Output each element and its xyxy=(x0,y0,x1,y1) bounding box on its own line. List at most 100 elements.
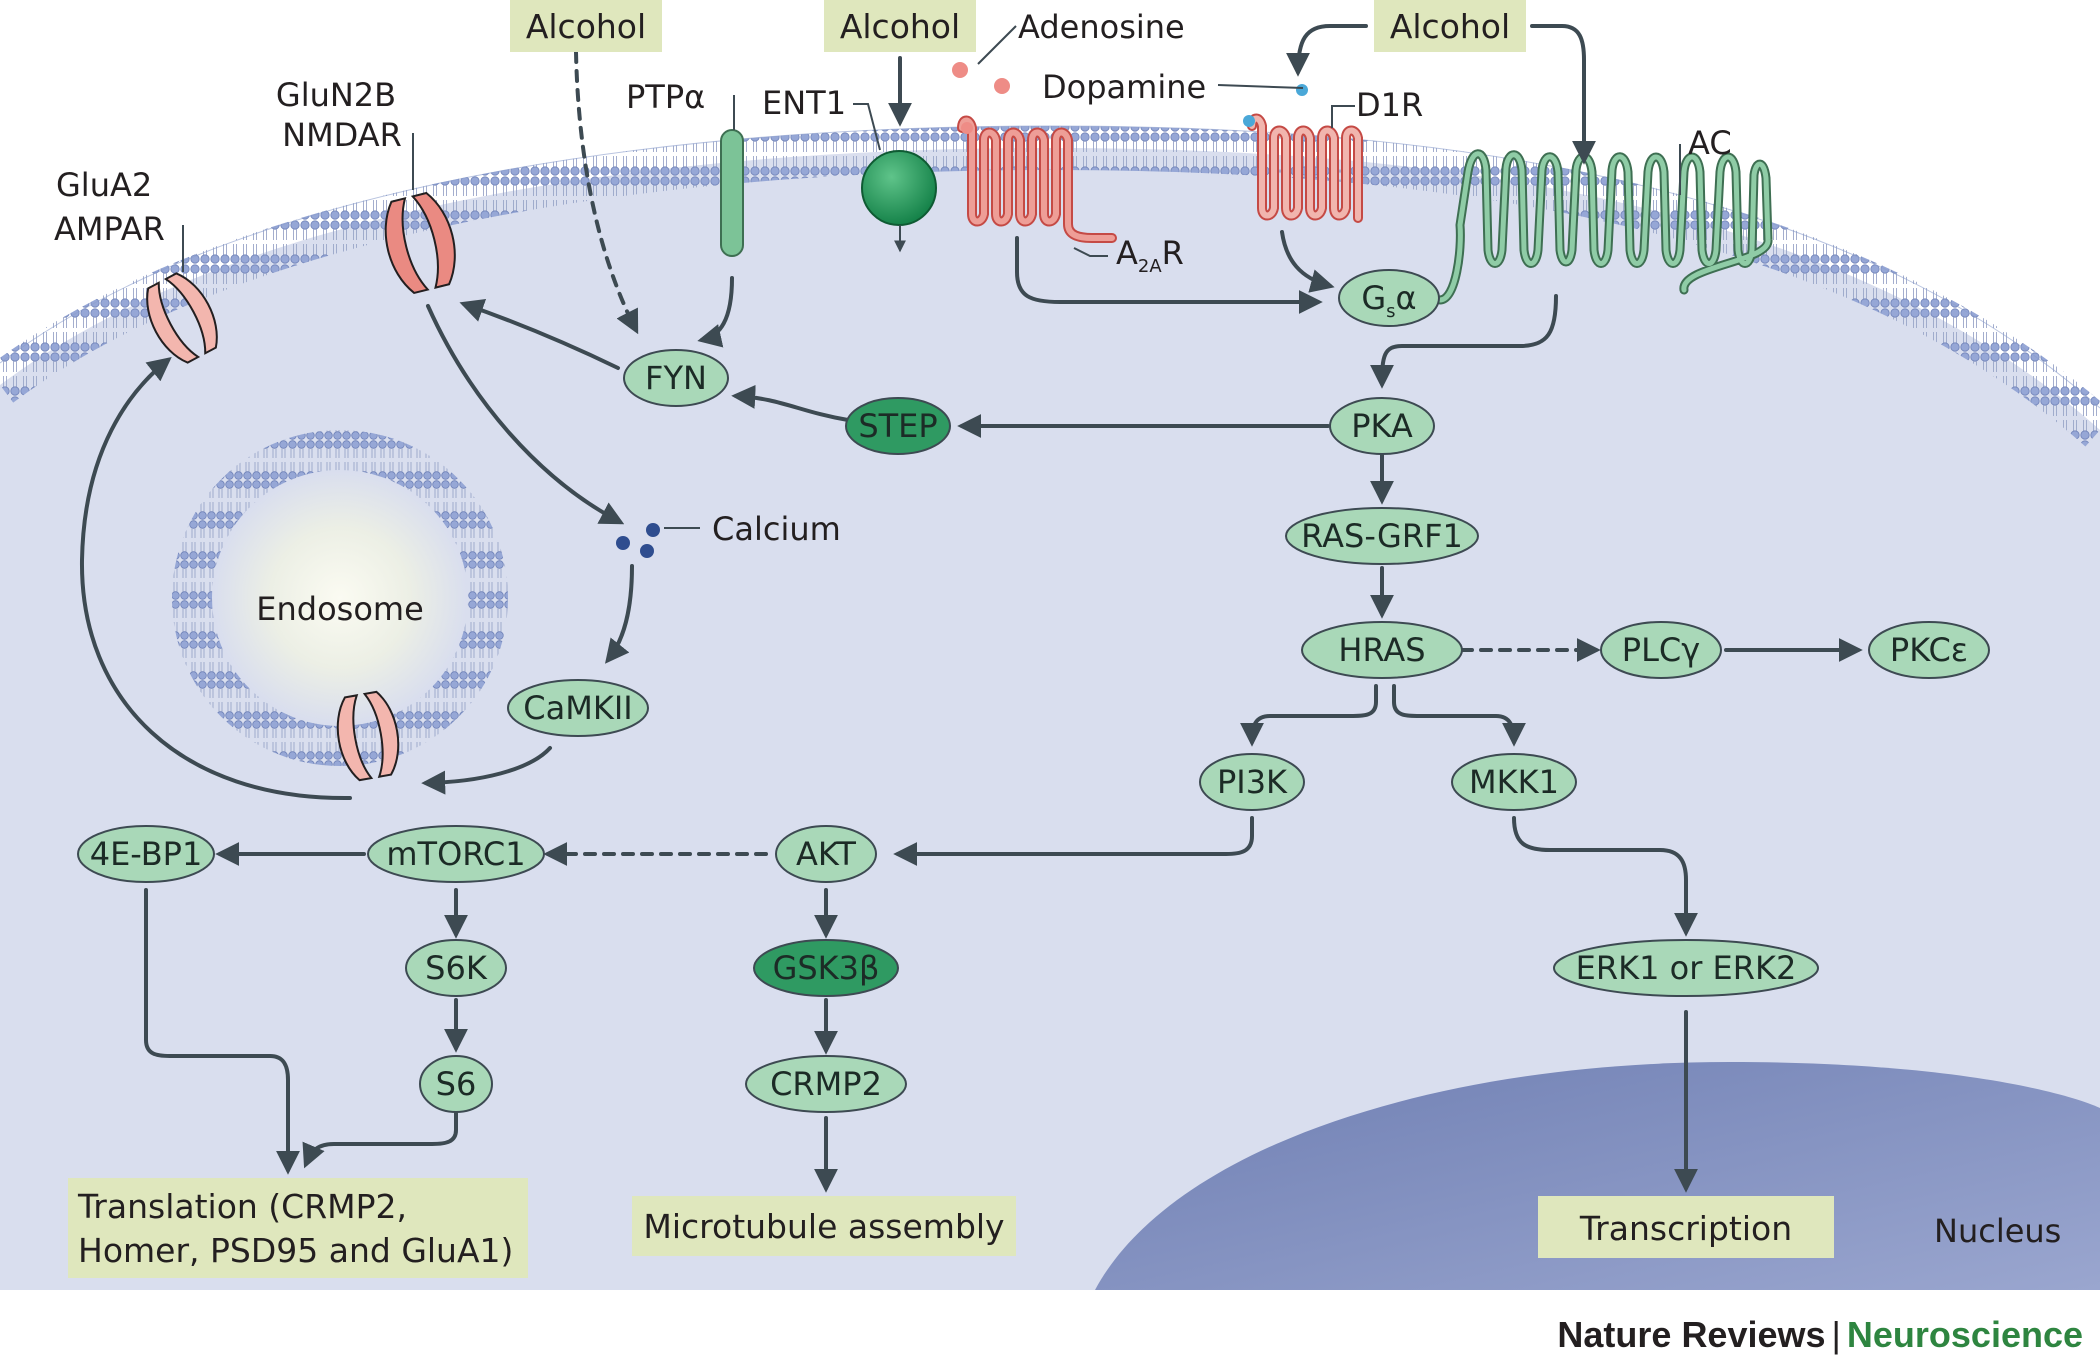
node-4e-bp1 xyxy=(77,825,215,883)
node-mtorc1-label: mTORC1 xyxy=(386,835,525,873)
dopamine-bound-dot xyxy=(1243,115,1255,127)
node-pkce-label: PKCε xyxy=(1890,631,1968,669)
node-s6k-label: S6K xyxy=(425,949,488,987)
node-plcg-label: PLCγ xyxy=(1622,631,1700,669)
arrow-calcium-to-camkii xyxy=(605,564,634,664)
arrow-s6-to-translation xyxy=(302,1110,458,1169)
node-camkii xyxy=(507,679,649,737)
arrow-alcohol-to-ac xyxy=(1530,24,1596,165)
node-fyn-label: FYN xyxy=(645,359,707,397)
node-mtorc1 xyxy=(367,825,545,883)
node-s6-label: S6 xyxy=(436,1065,477,1103)
node-pka xyxy=(1329,397,1435,455)
dopamine-molecule xyxy=(1296,84,1308,96)
node-s6k xyxy=(405,939,507,997)
alcohol-label-3: Alcohol xyxy=(1390,7,1510,46)
glun2b-label: GluN2B xyxy=(276,76,396,114)
node-pi3k xyxy=(1199,753,1305,811)
glua2-label: GluA2 xyxy=(56,166,152,204)
arrow-fyn-to-nmdar xyxy=(459,298,620,370)
ent1-label: ENT1 xyxy=(762,84,846,122)
endosomal-glua2-receptor xyxy=(336,690,400,782)
arrow-ac-to-pka xyxy=(1370,294,1558,389)
ent1-transporter xyxy=(861,150,937,226)
footer-separator: | xyxy=(1831,1314,1841,1355)
calcium-label: Calcium xyxy=(712,510,841,548)
calcium-ion xyxy=(616,536,630,550)
node-erk-label: ERK1 or ERK2 xyxy=(1576,949,1797,987)
node-crmp2-label: CRMP2 xyxy=(770,1065,882,1103)
node-hras-label: HRAS xyxy=(1338,631,1425,669)
node-akt xyxy=(775,825,877,883)
ptpa-protein xyxy=(720,129,744,257)
journal-name: Neuroscience xyxy=(1846,1314,2083,1355)
translation-line1: Translation (CRMP2, xyxy=(77,1187,407,1226)
publisher-name: Nature Reviews xyxy=(1557,1314,1826,1355)
node-mkk1-label: MKK1 xyxy=(1469,763,1559,801)
arrow-mkk1-to-erk xyxy=(1512,816,1698,937)
translation-line2: Homer, PSD95 and GluA1) xyxy=(78,1231,513,1270)
arrow-camkii-to-endosome xyxy=(421,746,552,795)
node-ras-grf1-label: RAS-GRF1 xyxy=(1301,517,1463,555)
node-mkk1 xyxy=(1451,753,1577,811)
microtubule-label: Microtubule assembly xyxy=(643,1207,1004,1246)
node-s6 xyxy=(419,1055,493,1113)
alcohol-box-2 xyxy=(824,0,976,52)
transcription-box xyxy=(1538,1196,1834,1258)
nucleus-label: Nucleus xyxy=(1934,1212,2061,1250)
arrow-a2ar-to-gs xyxy=(1015,236,1323,314)
nucleus-region xyxy=(1095,1062,2100,1290)
alcohol-box-1 xyxy=(510,0,662,52)
nmdar-label: NMDAR xyxy=(282,116,402,154)
alcohol-label-2: Alcohol xyxy=(840,7,960,46)
arrow-4ebp1-to-translation xyxy=(144,888,300,1175)
adenosine-label: Adenosine xyxy=(1018,8,1185,46)
alcohol-label-1: Alcohol xyxy=(526,7,646,46)
node-pkce xyxy=(1868,621,1990,679)
node-4e-bp1-label: 4E-BP1 xyxy=(90,835,203,873)
cytoplasm xyxy=(0,148,2100,1290)
adenosine-bound-dot xyxy=(961,122,973,134)
arrow-d1r-to-gs xyxy=(1280,230,1335,293)
plasma-membrane xyxy=(0,125,2100,447)
node-pka-label: PKA xyxy=(1351,407,1413,445)
gs-alpha-node xyxy=(1338,269,1440,327)
arrow-hras-to-mkk1 xyxy=(1392,684,1526,747)
adenosine-molecule xyxy=(994,78,1010,94)
dopamine-label: Dopamine xyxy=(1042,68,1206,106)
arrow-ptpa-to-fyn xyxy=(697,276,734,348)
node-ras-grf1 xyxy=(1285,507,1479,565)
node-akt-label: AKT xyxy=(796,835,856,873)
node-fyn xyxy=(623,349,729,407)
microtubule-box xyxy=(632,1196,1016,1256)
calcium-ion xyxy=(640,544,654,558)
a2ar-label: A2AR xyxy=(1116,234,1184,277)
journal-footer: Nature Reviews|Neuroscience xyxy=(1557,1314,2083,1356)
glua2-ampar-receptor xyxy=(146,272,218,364)
node-gsk3b-label: GSK3β xyxy=(773,949,880,987)
transcription-label: Transcription xyxy=(1579,1209,1792,1248)
arrow-alcohol-to-d1r xyxy=(1286,24,1368,77)
arrow-alcohol-to-fyn xyxy=(574,50,639,335)
node-gsk3b xyxy=(753,939,899,997)
arrow-recycling-to-ampar xyxy=(79,357,352,801)
endosome-label: Endosome xyxy=(256,590,424,628)
node-step xyxy=(845,397,951,455)
node-erk xyxy=(1553,939,1819,997)
translation-box xyxy=(68,1178,528,1278)
d1r-label: D1R xyxy=(1356,86,1423,124)
node-hras xyxy=(1301,621,1463,679)
glun2b-nmdar-receptor xyxy=(384,191,456,295)
ptpa-label: PTPα xyxy=(626,78,705,116)
node-pi3k-label: PI3K xyxy=(1217,763,1288,801)
node-plcg xyxy=(1600,621,1722,679)
arrow-step-to-fyn xyxy=(731,384,850,422)
arrow-nmdar-to-calcium xyxy=(426,304,625,525)
gs-alpha-label: Gsα xyxy=(1361,279,1416,322)
ac-label: AC xyxy=(1688,124,1732,162)
arrow-pi3k-to-akt xyxy=(893,816,1254,866)
arrow-hras-to-pi3k xyxy=(1240,684,1378,747)
ampar-label: AMPAR xyxy=(54,210,165,248)
alcohol-box-3 xyxy=(1374,0,1526,52)
